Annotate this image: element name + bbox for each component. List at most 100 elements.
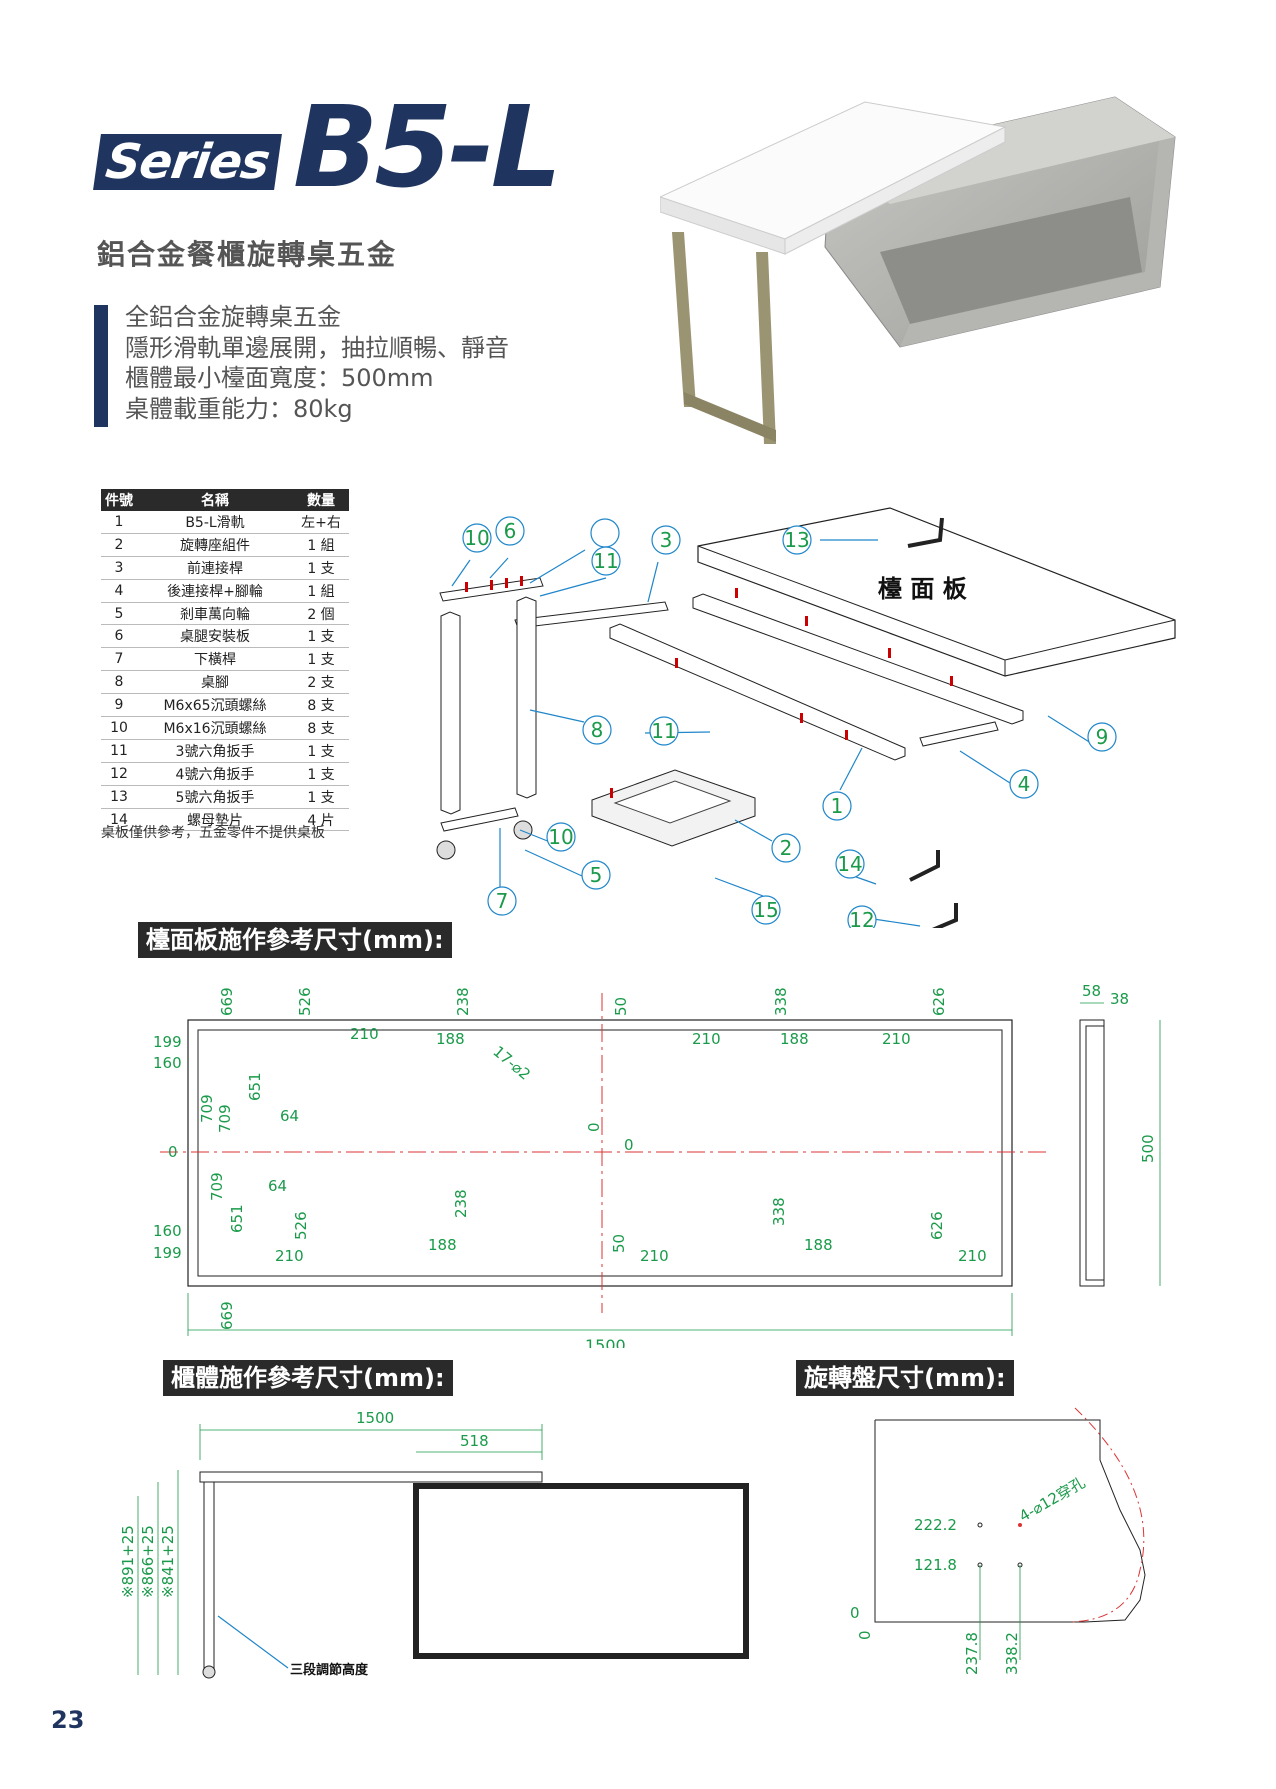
- dim-label: 188: [428, 1236, 457, 1254]
- col-header-part-no: 件號: [101, 489, 137, 511]
- parts-note: 桌板僅供參考，五金零件不提供桌板: [101, 825, 325, 841]
- part-name-cell: 剎車萬向輪: [137, 602, 293, 626]
- page-number: 23: [51, 1706, 85, 1734]
- dim-y-0: 0: [850, 1604, 860, 1622]
- part-qty-cell: 8 支: [293, 693, 349, 718]
- turntable-dimension-drawing: 4-⌀12穿孔 222.2 121.8 0 0 237.8 338.2: [850, 1407, 1146, 1675]
- product-illustration: [660, 96, 1176, 444]
- dim-x-237: 237.8: [963, 1632, 981, 1675]
- part-no-cell: 3: [101, 556, 137, 580]
- part-name-cell: 下橫桿: [137, 647, 293, 672]
- dim-height-3: ※841+25: [159, 1525, 177, 1598]
- dim-label: 199: [153, 1244, 182, 1262]
- part-no-cell: 7: [101, 647, 137, 672]
- dim-label: 50: [610, 1234, 628, 1253]
- callout-10b: 10: [548, 825, 573, 849]
- callout-5: 5: [590, 863, 603, 887]
- dim-y-121: 121.8: [914, 1556, 957, 1574]
- dim-label: 0: [585, 1122, 603, 1132]
- part-qty-cell: 1 支: [293, 647, 349, 672]
- dim-label: 210: [692, 1030, 721, 1048]
- dim-label: 64: [280, 1107, 299, 1125]
- part-name-cell: 桌腿安裝板: [137, 624, 293, 649]
- part-qty-cell: 1 支: [293, 624, 349, 649]
- part-name-cell: 5號六角扳手: [137, 785, 293, 809]
- dim-label: 64: [268, 1177, 287, 1195]
- tabletop-dimension-drawing: 1500 669 526 238 50 338 626 210 188 210 …: [153, 982, 1161, 1348]
- part-no-cell: 4: [101, 579, 137, 603]
- part-name-cell: 後連接桿+腳輪: [137, 579, 293, 603]
- dim-label: 651: [246, 1072, 264, 1101]
- dim-label: 160: [153, 1054, 182, 1072]
- feature-accent-bar: [94, 305, 108, 427]
- dim-label: 526: [296, 987, 314, 1016]
- callout-15: 15: [753, 898, 778, 922]
- exploded-view-diagram: 檯 面 板: [436, 507, 1176, 928]
- dim-y-222: 222.2: [914, 1516, 957, 1534]
- part-no-cell: 11: [101, 739, 137, 763]
- part-no-cell: 9: [101, 693, 137, 718]
- part-name-cell: M6x65沉頭螺絲: [137, 693, 293, 718]
- dim-label: 626: [928, 1211, 946, 1240]
- part-no-cell: 1: [101, 511, 137, 534]
- part-qty-cell: 1 支: [293, 785, 349, 809]
- callout-13: 13: [784, 528, 809, 552]
- dim-label: 526: [292, 1211, 310, 1240]
- part-qty-cell: 1 組: [293, 533, 349, 557]
- part-qty-cell: 1 支: [293, 739, 349, 763]
- dim-label: 199: [153, 1033, 182, 1051]
- series-label: Series: [93, 134, 282, 190]
- part-qty-cell: 1 支: [293, 556, 349, 580]
- col-header-qty: 數量: [293, 489, 349, 511]
- dim-label: 238: [452, 1189, 470, 1218]
- dim-label: 651: [228, 1204, 246, 1233]
- dim-label: 669: [218, 1301, 236, 1330]
- tabletop-label: 檯 面 板: [878, 575, 968, 603]
- dim-label: 0: [168, 1143, 178, 1161]
- dim-label: 210: [958, 1247, 987, 1265]
- dim-overall-width: 1500: [585, 1336, 626, 1348]
- part-no-cell: 8: [101, 670, 137, 695]
- callout-1: 1: [831, 794, 844, 818]
- hole-note: 17-⌀2: [489, 1042, 534, 1083]
- hole-note-turntable: 4-⌀12穿孔: [1016, 1473, 1088, 1525]
- dim-label: 210: [640, 1247, 669, 1265]
- dim-label: 50: [612, 997, 630, 1016]
- dim-label: 210: [350, 1025, 379, 1043]
- dim-label: 188: [804, 1236, 833, 1254]
- dim-label: 338: [772, 987, 790, 1016]
- dim-x-338: 338.2: [1003, 1632, 1021, 1675]
- part-no-cell: 12: [101, 762, 137, 786]
- col-header-name: 名稱: [137, 489, 293, 511]
- callout-11: 11: [593, 549, 618, 573]
- part-name-cell: B5-L滑軌: [137, 511, 293, 534]
- dim-label: 709: [208, 1172, 226, 1201]
- callout-3: 3: [660, 528, 673, 552]
- part-qty-cell: 2 個: [293, 602, 349, 626]
- dim-cabinet-width: 1500: [356, 1409, 394, 1427]
- dim-side-58: 58: [1082, 982, 1101, 1000]
- feature-list: 全鋁合金旋轉桌五金 隱形滑軌單邊展開，抽拉順暢、靜音 櫃體最小檯面寬度：500m…: [125, 302, 509, 424]
- callout-11b: 11: [651, 719, 676, 743]
- dim-label: 626: [930, 987, 948, 1016]
- part-no-cell: 13: [101, 785, 137, 809]
- part-qty-cell: 1 組: [293, 579, 349, 603]
- part-qty-cell: 左+右: [293, 511, 349, 534]
- feature-item: 全鋁合金旋轉桌五金: [125, 303, 341, 331]
- part-no-cell: 10: [101, 716, 137, 740]
- part-no-cell: 6: [101, 624, 137, 649]
- part-name-cell: 前連接桿: [137, 556, 293, 580]
- part-name-cell: 3號六角扳手: [137, 739, 293, 763]
- dim-label: 709: [216, 1104, 234, 1133]
- callout-9: 9: [1096, 725, 1109, 749]
- part-no-cell: 5: [101, 602, 137, 626]
- dim-side-height: 500: [1139, 1134, 1157, 1163]
